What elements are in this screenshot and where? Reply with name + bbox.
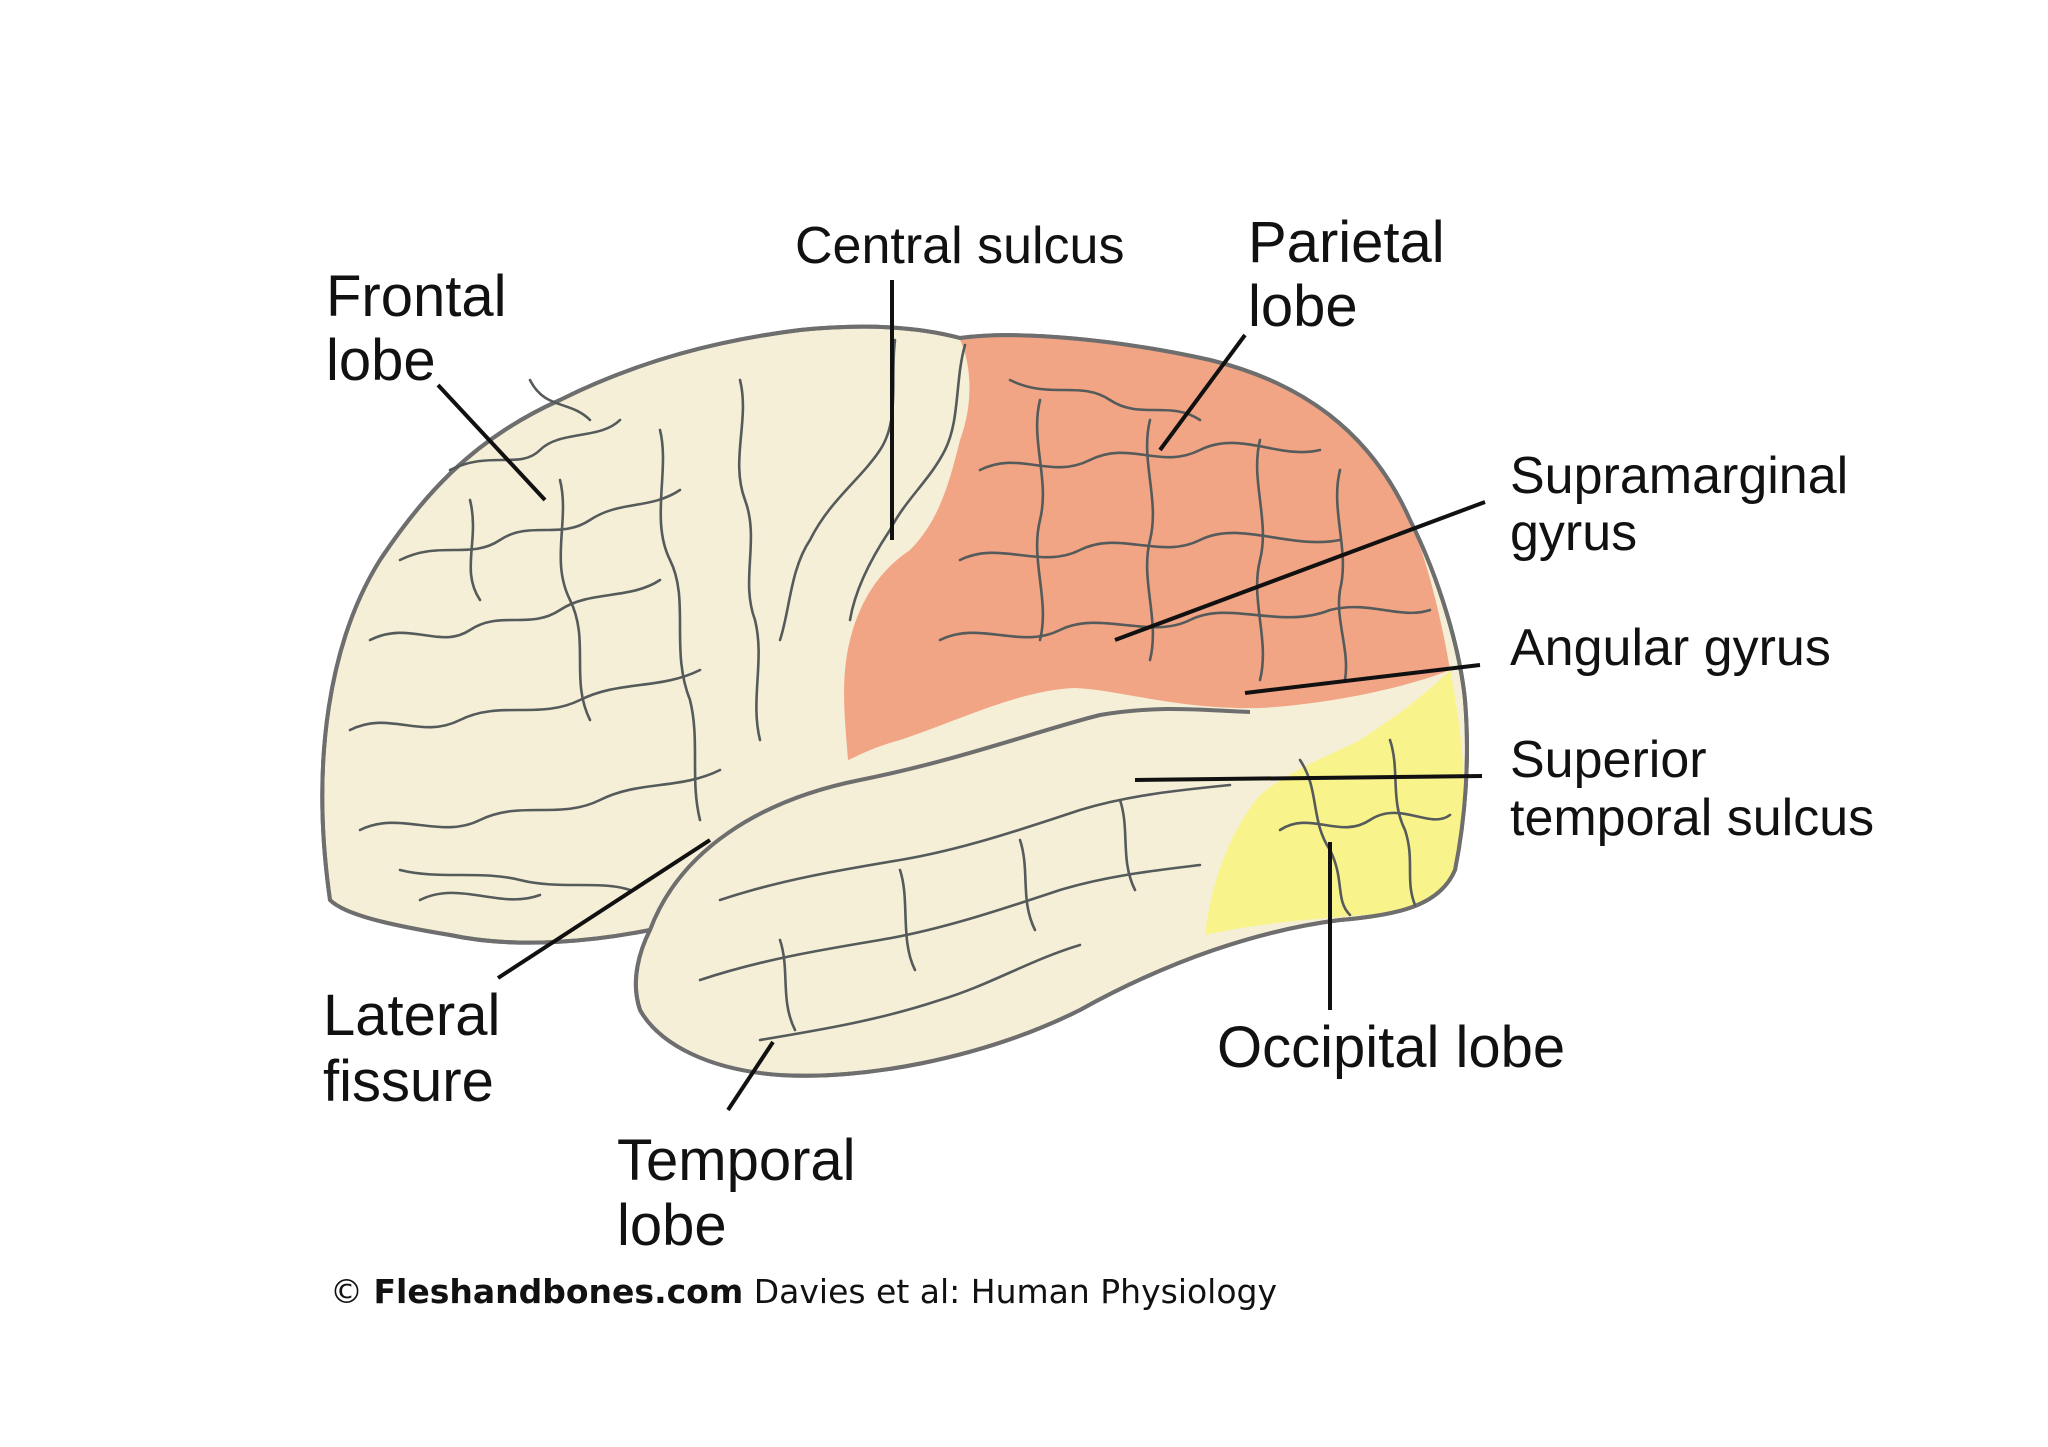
credit-line: © Fleshandbones.com Davies et al: Human … [330,1272,1277,1311]
brain-outline [320,324,1469,1078]
leader-temporal-lobe [726,1040,775,1112]
credit-site: Fleshandbones.com [374,1272,744,1311]
label-angular-gyrus: Angular gyrus [1510,619,1831,677]
leader-superior-temporal-sulcus [1134,774,1483,782]
labels: Frontal lobe Central sulcus Parietal lob… [323,210,1874,1258]
label-lateral-fissure-line2: fissure [323,1049,494,1114]
temporal-lobe-region [639,708,1360,1074]
leader-supramarginal-gyrus [1114,500,1486,642]
label-lateral-fissure-line1: Lateral [323,983,500,1048]
leader-lines [436,280,1486,1112]
copyright-symbol: © [330,1272,363,1311]
label-temporal-lobe-line2: lobe [617,1193,727,1258]
label-frontal-lobe-line1: Frontal [326,264,507,329]
label-occipital-lobe: Occipital lobe [1217,1015,1565,1080]
label-temporal-lobe-line1: Temporal [617,1128,856,1193]
label-supramarginal-gyrus-line1: Supramarginal [1510,447,1848,505]
leader-lateral-fissure [496,838,712,980]
label-central-sulcus: Central sulcus [795,217,1124,275]
occipital-lobe-region [1205,670,1465,935]
label-supramarginal-gyrus-line2: gyrus [1510,504,1637,562]
label-superior-temporal-sulcus-line1: Superior [1510,731,1707,789]
leader-parietal-lobe [1158,333,1247,452]
temporal-lobe-outline [648,706,1251,931]
label-parietal-lobe-line1: Parietal [1248,210,1445,275]
parietal-lobe-region [844,336,1450,760]
label-frontal-lobe-line2: lobe [326,328,436,393]
label-superior-temporal-sulcus-line2: temporal sulcus [1510,789,1874,847]
leader-frontal-lobe [436,383,547,502]
sulci-lines [348,338,1452,1042]
credit-source: Davies et al: Human Physiology [754,1272,1277,1311]
label-parietal-lobe-line2: lobe [1248,274,1358,339]
leader-angular-gyrus [1244,663,1481,695]
